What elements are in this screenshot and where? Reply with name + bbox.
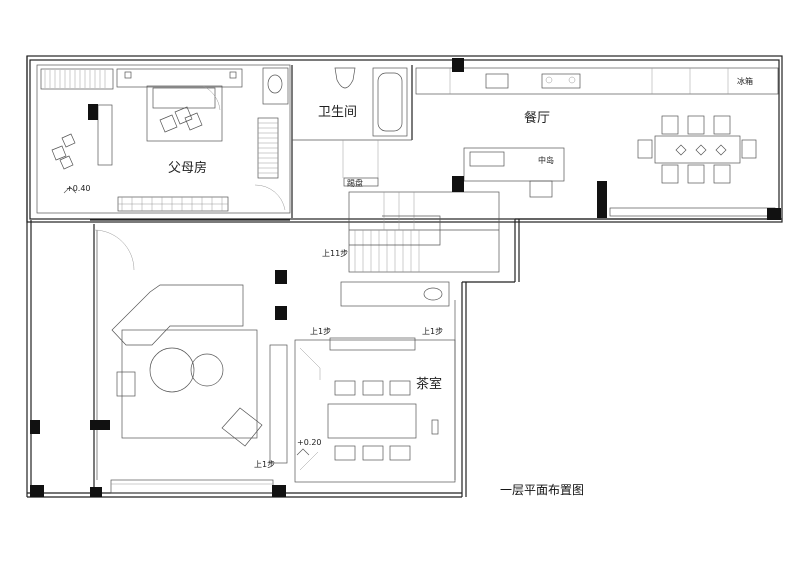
dining-label: 餐厅 <box>524 110 550 126</box>
parents-room <box>36 64 291 214</box>
step-label-a: 上1步 <box>310 327 331 336</box>
island-label: 中岛 <box>538 155 554 165</box>
stairs-label: 上11步 <box>322 249 348 258</box>
living-room <box>90 219 290 494</box>
structural-columns <box>30 58 781 497</box>
staircase <box>340 191 500 307</box>
tea-room <box>294 300 456 483</box>
bathroom <box>262 65 413 218</box>
bathroom-label: 卫生间 <box>318 105 357 120</box>
elevation-parents: +0.40 <box>66 184 91 193</box>
outer-walls <box>26 55 783 498</box>
drawing-title: 一层平面布置图 <box>500 483 584 497</box>
step-label-c: 上1步 <box>254 460 275 469</box>
fridge-label: 冰箱 <box>737 76 753 86</box>
tea-room-label: 茶室 <box>416 376 442 392</box>
step-label-b: 上1步 <box>422 327 443 336</box>
parents-room-label: 父母房 <box>168 160 207 176</box>
small-tag: 踢盘 <box>347 178 363 188</box>
elevation-tea: +0.20 <box>297 438 322 447</box>
